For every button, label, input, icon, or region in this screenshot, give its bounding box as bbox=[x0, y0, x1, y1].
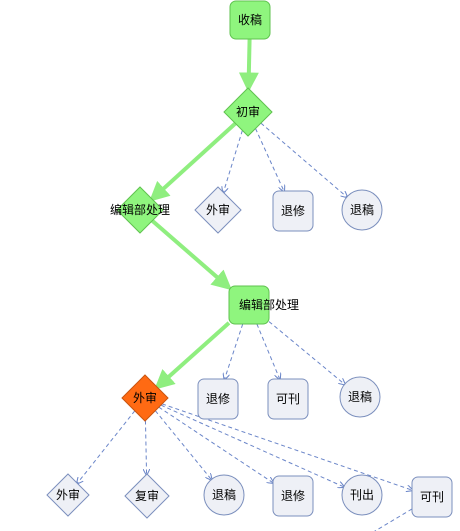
node-published-shape bbox=[341, 474, 383, 516]
edge-editorial-2-to-ext-review-2 bbox=[154, 321, 231, 390]
edge-first-review-to-editorial-1 bbox=[149, 121, 237, 202]
node-revise-3[interactable]: 退修 bbox=[272, 475, 314, 517]
edge-first-review-to-revise-1 bbox=[255, 128, 284, 192]
node-ext-review-1-label: 外审 bbox=[206, 202, 230, 217]
node-revise-1-shape bbox=[272, 190, 314, 232]
edge-ext-review-2-to-re-review bbox=[145, 420, 146, 475]
node-reject-2[interactable]: 退稿 bbox=[339, 376, 381, 418]
node-receive-shape bbox=[229, 0, 271, 40]
node-publishable-1[interactable]: 可刊 bbox=[267, 378, 309, 420]
node-receive[interactable]: 收稿 bbox=[229, 0, 271, 40]
node-ext-review-3-label: 外审 bbox=[56, 487, 80, 502]
node-published[interactable]: 刊出 bbox=[341, 474, 383, 516]
edge-ext-review-2-to-ext-review-3 bbox=[77, 410, 136, 483]
node-revise-2-label: 退修 bbox=[206, 391, 230, 406]
edge-receive-to-first-review bbox=[238, 38, 259, 93]
node-revise-1[interactable]: 退修 bbox=[272, 190, 314, 232]
edge-publishable-2-to-offscreen bbox=[374, 508, 413, 531]
node-editorial-1[interactable]: 编辑部处理 bbox=[110, 186, 170, 234]
node-first-review-label: 初审 bbox=[236, 104, 260, 119]
node-ext-review-3-shape bbox=[46, 473, 90, 517]
edge-editorial-2-to-reject-2 bbox=[268, 321, 345, 385]
node-ext-review-2-shape bbox=[121, 374, 169, 422]
node-ext-review-2-label: 外审 bbox=[133, 390, 157, 405]
node-publishable-1-shape bbox=[267, 378, 309, 420]
edge-ext-review-2-to-reject-3 bbox=[154, 410, 211, 480]
node-ext-review-2[interactable]: 外审 bbox=[121, 374, 169, 422]
node-ext-review-3[interactable]: 外审 bbox=[46, 473, 90, 517]
edge-editorial-2-to-publishable-1 bbox=[256, 323, 280, 379]
edge-first-review-to-reject-1 bbox=[260, 122, 347, 197]
edge-first-review-to-ext-review-1 bbox=[223, 130, 243, 192]
node-editorial-2[interactable]: 编辑部处理 bbox=[228, 285, 299, 325]
node-first-review[interactable]: 初审 bbox=[223, 87, 273, 137]
edge-ext-review-2-to-published bbox=[160, 404, 344, 487]
node-reject-2-shape bbox=[339, 376, 381, 418]
edge-ext-review-2-to-revise-3 bbox=[158, 406, 273, 483]
edge-editorial-1-to-editorial-2 bbox=[150, 219, 233, 291]
node-first-review-shape bbox=[223, 87, 273, 137]
node-published-label: 刊出 bbox=[350, 488, 374, 502]
node-revise-1-label: 退修 bbox=[281, 203, 305, 218]
node-editorial-1-shape bbox=[116, 186, 164, 234]
node-receive-label: 收稿 bbox=[238, 12, 262, 27]
node-reject-1-shape bbox=[341, 189, 383, 231]
node-reject-1-label: 退稿 bbox=[350, 202, 374, 217]
node-revise-3-shape bbox=[272, 475, 314, 517]
node-reject-3-shape bbox=[203, 474, 245, 516]
node-publishable-1-label: 可刊 bbox=[276, 392, 300, 406]
nodes-layer: 收稿初审编辑部处理外审退修退稿编辑部处理外审退修可刊退稿外审复审退稿退修刊出可刊 bbox=[46, 0, 453, 519]
node-ext-review-1[interactable]: 外审 bbox=[194, 186, 242, 234]
node-ext-review-1-shape bbox=[194, 186, 242, 234]
node-reject-3[interactable]: 退稿 bbox=[203, 474, 245, 516]
node-reject-1[interactable]: 退稿 bbox=[341, 189, 383, 231]
node-re-review-label: 复审 bbox=[135, 488, 159, 503]
node-reject-2-label: 退稿 bbox=[348, 389, 372, 404]
node-editorial-2-label: 编辑部处理 bbox=[239, 297, 299, 312]
edge-editorial-2-to-revise-2 bbox=[225, 323, 244, 379]
node-publishable-2-shape bbox=[411, 476, 453, 518]
node-reject-3-label: 退稿 bbox=[212, 487, 236, 502]
node-revise-2[interactable]: 退修 bbox=[197, 378, 239, 420]
node-re-review-shape bbox=[124, 473, 170, 519]
node-revise-2-shape bbox=[197, 378, 239, 420]
node-publishable-2-label: 可刊 bbox=[420, 490, 444, 504]
node-publishable-2[interactable]: 可刊 bbox=[411, 476, 453, 518]
node-editorial-2-shape bbox=[228, 285, 270, 325]
node-editorial-1-label: 编辑部处理 bbox=[110, 202, 170, 217]
node-re-review[interactable]: 复审 bbox=[124, 473, 170, 519]
node-revise-3-label: 退修 bbox=[281, 488, 305, 503]
